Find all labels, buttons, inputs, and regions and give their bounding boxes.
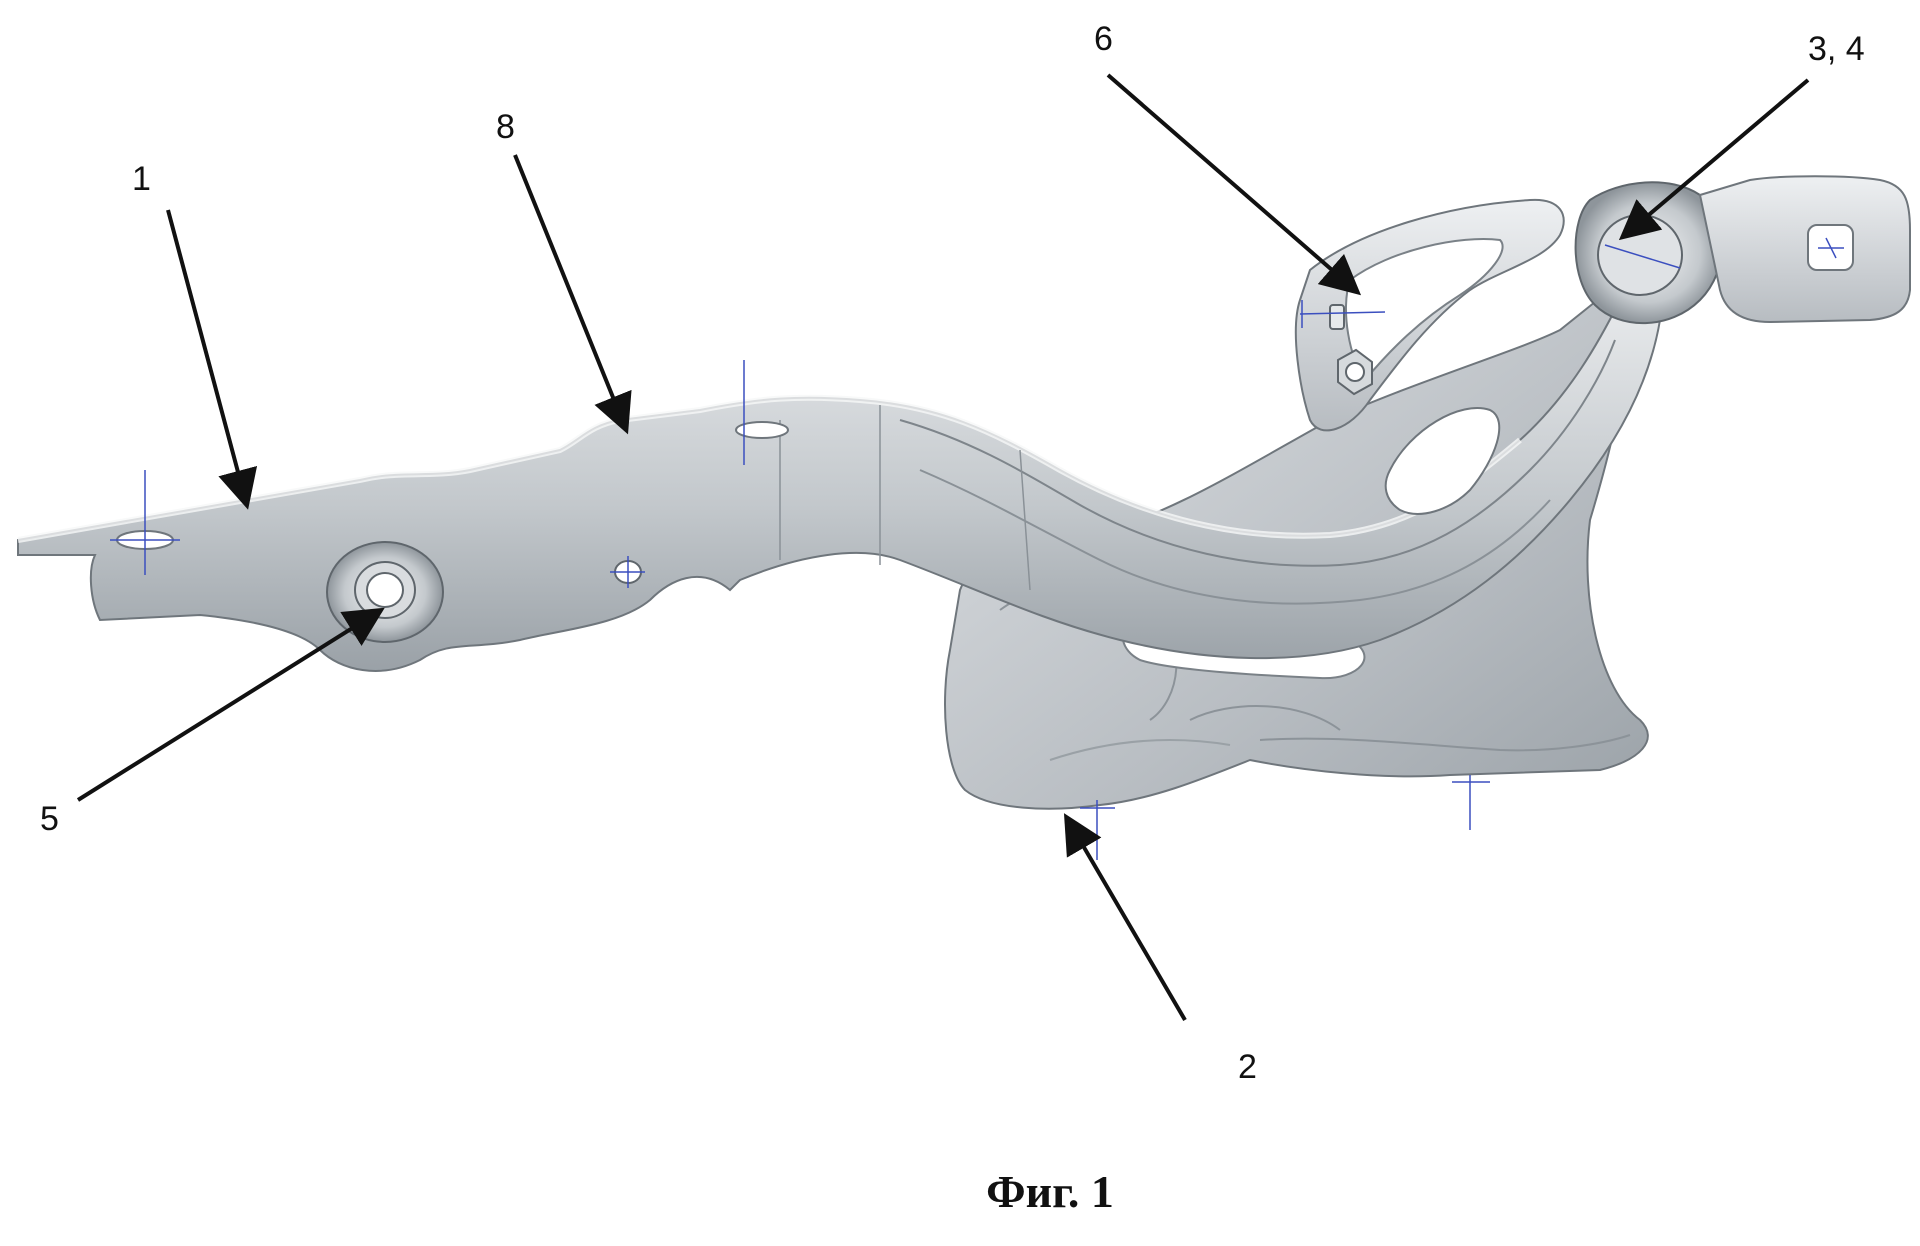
label-5: 5 [40,800,59,838]
arrow-5 [76,607,385,802]
upper-link [1294,198,1565,432]
label-6: 6 [1094,20,1113,58]
arrow-1 [166,209,258,510]
pivot-boss [326,541,444,643]
arrow-6 [1106,73,1362,296]
arrow-3-4 [1618,78,1810,241]
label-2: 2 [1238,1048,1257,1086]
main-arm [17,298,1662,672]
mounting-tab [1698,175,1911,324]
arrow-2 [1063,813,1187,1022]
callout-labels: 1 8 6 3, 4 5 2 [40,20,1865,1086]
label-1: 1 [132,160,151,198]
figure-caption: Фиг. 1 [986,1166,1114,1217]
leader-arrows [76,73,1810,1022]
label-8: 8 [496,108,515,146]
label-3-4: 3, 4 [1808,30,1865,68]
upper-pivot [1574,181,1724,325]
arrow-8 [513,154,632,435]
